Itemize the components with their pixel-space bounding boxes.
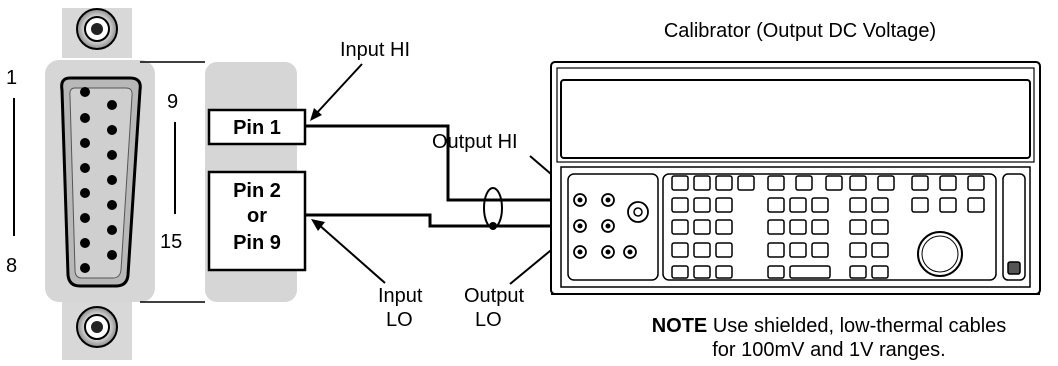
wiring: [305, 124, 580, 228]
pin-number-15: 15: [160, 231, 182, 253]
rotary-knob: [917, 231, 963, 277]
input-hi-arrow: [310, 63, 363, 121]
pin-number-8: 8: [6, 255, 17, 277]
note-line-1: NOTE Use shielded, low-thermal cables: [600, 314, 1058, 338]
output-lo-label-line2: LO: [475, 309, 502, 331]
pin-2-or-9-box: [207, 170, 307, 272]
calibrator-display: [560, 79, 1031, 159]
power-switch: [1007, 261, 1021, 275]
power-panel: [1002, 173, 1026, 281]
pin-9-label: Pin 9: [233, 232, 281, 254]
bottom-mounting-screw: [62, 300, 132, 360]
lo-wire: [305, 213, 580, 228]
pin-1-label: Pin 1: [233, 117, 281, 139]
connector-pins: [80, 87, 117, 273]
pin-2-label: Pin 2: [233, 180, 281, 202]
pin-or-label: or: [247, 205, 267, 227]
keypad-panel: [662, 173, 997, 281]
calibrator-title: Calibrator (Output DC Voltage): [664, 20, 936, 42]
hi-wire: [305, 124, 580, 202]
calibrator-instrument: [550, 61, 1041, 295]
output-hi-label: Output HI: [432, 131, 518, 153]
input-lo-label-line1: Input: [378, 285, 423, 307]
note-text-2: for 100mV and 1V ranges.: [712, 339, 946, 361]
output-lo-label-line1: Output: [464, 285, 524, 307]
terminal-panel: [567, 173, 659, 281]
output-lo-terminal: [573, 219, 587, 233]
pin-number-1: 1: [6, 67, 17, 89]
input-lo-label-line2: LO: [386, 309, 413, 331]
db15-connector: 1 8 9 15: [6, 8, 182, 360]
input-hi-label: Input HI: [340, 39, 410, 61]
shielding-note: NOTE Use shielded, low-thermal cables fo…: [600, 314, 1058, 362]
top-mounting-screw: [62, 8, 132, 58]
shield-symbol: [483, 187, 503, 230]
note-text-1: Use shielded, low-thermal cables: [712, 315, 1007, 337]
input-lo-arrow: [311, 219, 386, 284]
pin-1-box: [207, 108, 307, 146]
output-hi-terminal: [573, 193, 587, 207]
note-prefix: NOTE: [651, 315, 708, 337]
pin-number-9: 9: [167, 91, 178, 113]
pin-panel: Pin 1 Pin 2 or Pin 9: [205, 62, 307, 302]
